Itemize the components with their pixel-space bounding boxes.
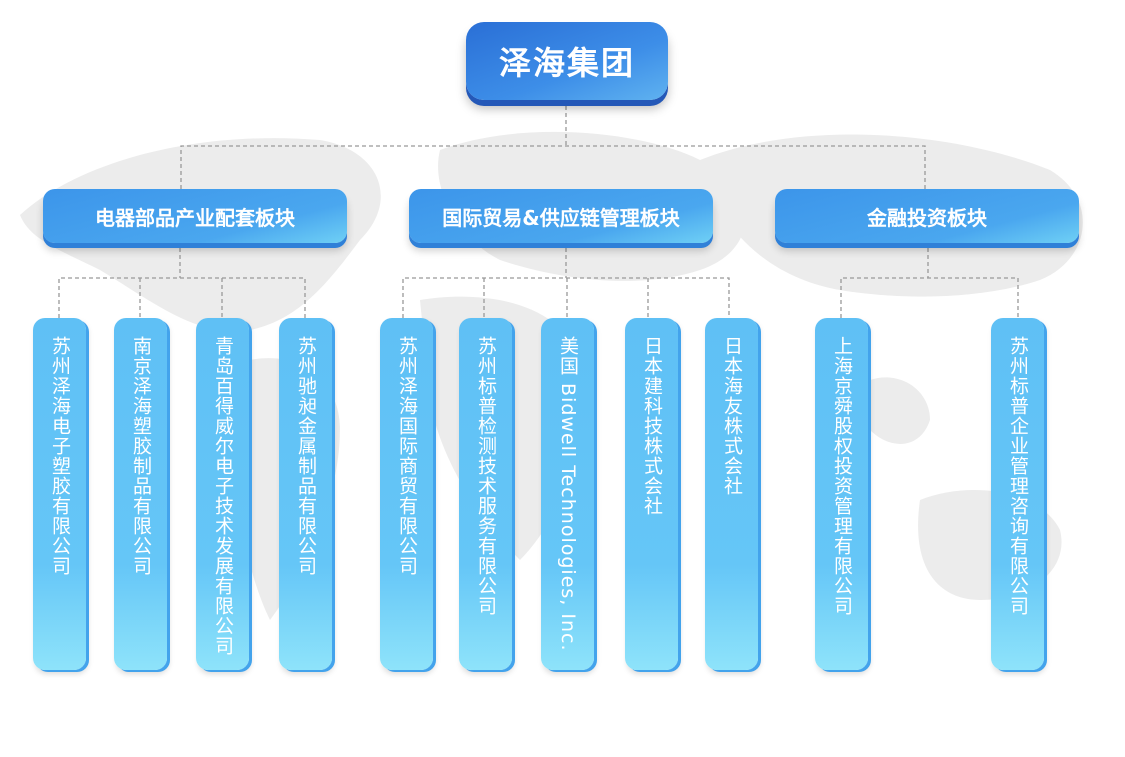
category-2-connector	[402, 248, 730, 318]
company-node[interactable]: 苏州驰昶金属制品有限公司	[279, 318, 332, 670]
company-node[interactable]: 苏州泽海电子塑胶有限公司	[33, 318, 86, 670]
company-label: 南京泽海塑胶制品有限公司	[130, 336, 152, 576]
company-label: 上海京舜股权投资管理有限公司	[831, 336, 853, 616]
company-label: 日本海友株式会社	[721, 336, 743, 496]
root-node-group[interactable]: 泽海集团	[466, 22, 668, 100]
category-finance-investment[interactable]: 金融投资板块	[775, 189, 1079, 243]
company-node[interactable]: 美国 Bidwell Technologies, Inc.	[541, 318, 594, 670]
category-1-connector	[58, 248, 306, 318]
company-label: 苏州标普检测技术服务有限公司	[475, 336, 497, 616]
company-node[interactable]: 日本海友株式会社	[705, 318, 758, 670]
company-label: 苏州标普企业管理咨询有限公司	[1007, 336, 1029, 616]
company-node[interactable]: 南京泽海塑胶制品有限公司	[114, 318, 167, 670]
category-electrical-parts[interactable]: 电器部品产业配套板块	[43, 189, 347, 243]
company-label: 苏州泽海国际商贸有限公司	[396, 336, 418, 576]
company-label: 苏州驰昶金属制品有限公司	[295, 336, 317, 576]
root-connector	[180, 106, 926, 189]
company-node[interactable]: 苏州标普企业管理咨询有限公司	[991, 318, 1044, 670]
company-node[interactable]: 上海京舜股权投资管理有限公司	[815, 318, 868, 670]
category-3-connector	[840, 248, 1019, 318]
category-trade-supply-chain[interactable]: 国际贸易&供应链管理板块	[409, 189, 713, 243]
company-node[interactable]: 青岛百得威尔电子技术发展有限公司	[196, 318, 249, 670]
company-node[interactable]: 苏州标普检测技术服务有限公司	[459, 318, 512, 670]
company-label: 青岛百得威尔电子技术发展有限公司	[212, 336, 234, 656]
company-node[interactable]: 苏州泽海国际商贸有限公司	[380, 318, 433, 670]
company-label: 苏州泽海电子塑胶有限公司	[49, 336, 71, 576]
company-label: 美国 Bidwell Technologies, Inc.	[557, 336, 579, 652]
company-label: 日本建科技株式会社	[641, 336, 663, 516]
company-node[interactable]: 日本建科技株式会社	[625, 318, 678, 670]
